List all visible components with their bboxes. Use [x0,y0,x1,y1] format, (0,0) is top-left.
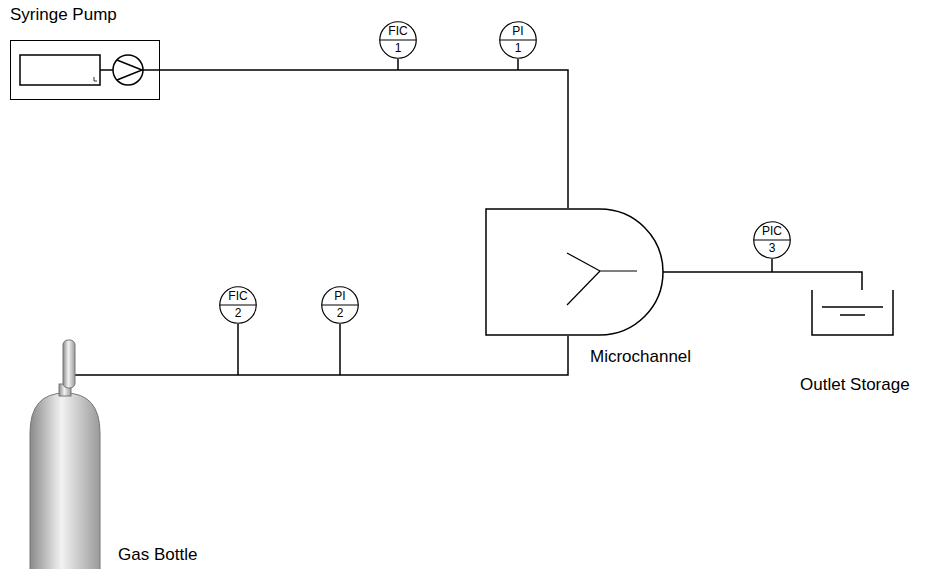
instrument-tag: FIC [379,24,417,39]
bubble-node: PI 2 [321,286,359,324]
microchannel-symbol [485,208,665,336]
outlet-tank [800,290,905,340]
pump-node: Syringe Pump [10,5,162,102]
tap-line [771,259,773,272]
syringe-pump-box [10,40,160,100]
bubble-node: FIC 1 [379,21,417,59]
bubble-node: FIC 2 [219,286,257,324]
process-pipe [663,272,862,290]
process-pipe [160,70,568,208]
tap-line [237,324,239,375]
instrument-tag: FIC [219,289,257,304]
instrument-tag: 1 [499,41,537,56]
instrument-tag: PI [321,289,359,304]
gas-cylinder [28,338,102,569]
micro-node: Microchannel [485,208,705,373]
instrument-tag: 2 [321,306,359,321]
tap-line [517,59,519,70]
bubble-node: PI 1 [499,21,537,59]
process-pipe [75,336,568,375]
pump-symbol [10,40,160,100]
tap-line [397,59,399,70]
component-label: Microchannel [590,347,691,367]
instrument-tag: PIC [753,224,791,239]
instrument-tag: 1 [379,41,417,56]
component-label: Gas Bottle [118,545,197,565]
component-label: Syringe Pump [10,5,117,25]
instrument-tag: PI [499,24,537,39]
bottle-node: Gas Bottle [28,338,228,569]
instrument-tag: 2 [219,306,257,321]
instrument-tag: 3 [753,241,791,256]
component-label: Outlet Storage [800,375,910,395]
tap-line [339,324,341,375]
tank-node: Outlet Storage [800,290,935,400]
bubble-node: PIC 3 [753,221,791,259]
